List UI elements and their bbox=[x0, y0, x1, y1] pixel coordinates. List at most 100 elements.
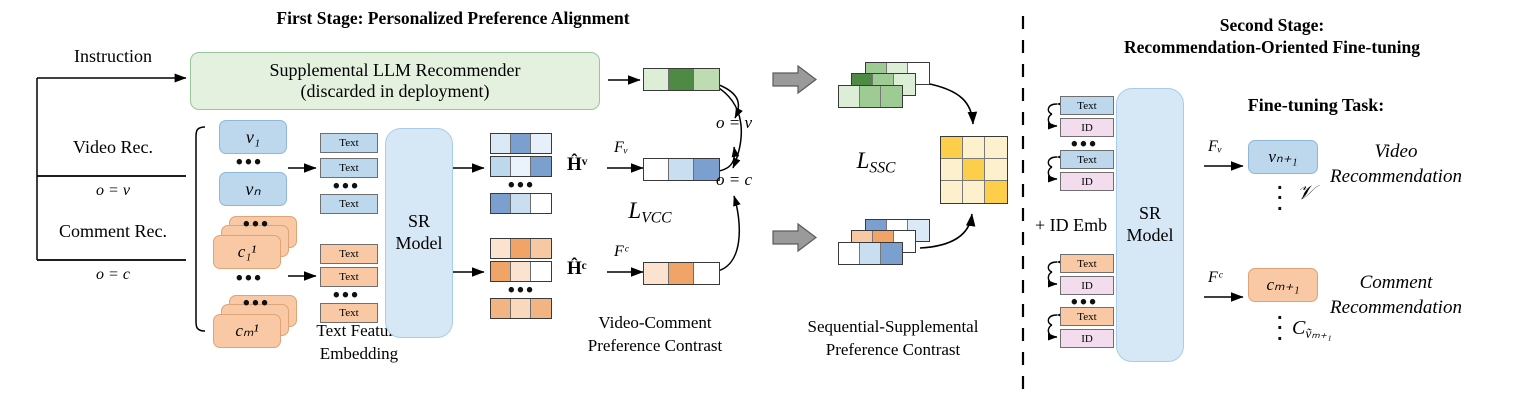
hv-matrix-row-2 bbox=[490, 156, 552, 177]
curve-mixed-stack-to-ssc bbox=[919, 213, 976, 249]
sr-model-stage2-line2: Model bbox=[1126, 225, 1174, 245]
video-item-first-chip: v₁ bbox=[219, 120, 287, 154]
grid-cell bbox=[941, 181, 963, 203]
second-stage-title-line1: Second Stage: bbox=[1219, 15, 1325, 35]
loss-vcc-label: LVCC bbox=[628, 198, 671, 227]
comment-set-symbol: Cṽₘ₊₁ bbox=[1292, 317, 1332, 342]
vector-cell bbox=[669, 159, 694, 180]
comment-task-line1: Comment bbox=[1359, 272, 1433, 293]
grid-cell bbox=[839, 243, 860, 264]
comment-text-box-1: Text bbox=[320, 244, 378, 264]
curve-green-stack-to-ssc bbox=[924, 82, 978, 125]
comment-text-box-2: Text bbox=[320, 267, 378, 287]
matrix-cell bbox=[491, 299, 511, 318]
matrix-cell bbox=[491, 157, 511, 176]
video-rec-label: Video Rec. bbox=[73, 137, 153, 157]
loss-vcc-text: LVCC bbox=[628, 198, 672, 227]
hv-matrix-row-1 bbox=[490, 133, 552, 154]
video-items-ellipsis: ••• bbox=[236, 152, 264, 173]
grid-cell bbox=[860, 243, 881, 264]
comment-target-label: cₘ₊₁ bbox=[1266, 275, 1300, 294]
h-comment-label: Ĥᶜ bbox=[567, 258, 587, 279]
stage2-video-id-box-2: ID bbox=[1060, 172, 1114, 191]
comment-items-ellipsis: ••• bbox=[236, 268, 264, 289]
hv-matrix-ellipsis: ••• bbox=[508, 175, 536, 196]
video-set-symbol: 𝒱 bbox=[1297, 182, 1314, 204]
ssc-caption-line1: Sequential-Supplemental bbox=[807, 317, 979, 336]
matrix-cell bbox=[511, 194, 531, 213]
fine-tuning-task-title: Fine-tuning Task: bbox=[1247, 95, 1385, 115]
first-stage-title: First Stage: Personalized Preference Ali… bbox=[276, 8, 630, 28]
vector-cell bbox=[669, 69, 694, 90]
gray-arrow-top bbox=[772, 64, 817, 95]
matrix-cell bbox=[531, 134, 551, 153]
comment-item-first-label: c₁¹ bbox=[237, 242, 257, 261]
comment-set-letter: C bbox=[1292, 317, 1306, 339]
sr-model-stage2-line1: SR bbox=[1138, 203, 1162, 224]
h-video-label: Ĥᵛ bbox=[567, 154, 588, 175]
f-c-label: Fᶜ bbox=[614, 243, 628, 260]
comment-item-first-stack: c₁¹ ••• bbox=[213, 214, 305, 269]
curve-green-to-oc bbox=[713, 84, 742, 169]
video-item-first-label: v₁ bbox=[245, 126, 261, 147]
grid-cell bbox=[985, 159, 1007, 181]
video-text-box-2: Text bbox=[320, 158, 378, 178]
branch-o-equals-v: o = v bbox=[715, 113, 753, 132]
gray-arrow-bottom bbox=[772, 222, 817, 253]
instruction-label: Instruction bbox=[74, 46, 152, 66]
vector-cell bbox=[669, 263, 694, 284]
sr-model-stage1-box: SR Model bbox=[385, 128, 453, 338]
grid-cell bbox=[941, 159, 963, 181]
branch-o-equals-c: o = c bbox=[715, 170, 753, 189]
loss-ssc-label: LSSC bbox=[857, 148, 896, 177]
grid-cell bbox=[881, 86, 902, 107]
grid-cell bbox=[963, 159, 985, 181]
comment-preference-vector bbox=[643, 262, 720, 285]
video-item-last-chip: vₙ bbox=[219, 172, 287, 206]
matrix-cell bbox=[531, 157, 551, 176]
hv-matrix-row-3 bbox=[490, 193, 552, 214]
comment-set-vdots: ... bbox=[1277, 302, 1283, 345]
stage2-comment-text-box-2: Text bbox=[1060, 307, 1114, 326]
matrix-cell bbox=[531, 262, 551, 281]
grid-cell bbox=[881, 243, 902, 264]
ssc-caption-line2: Preference Contrast bbox=[825, 340, 961, 359]
stage2-f-c-label: Fᶜ bbox=[1208, 269, 1222, 286]
comment-text-box-3: Text bbox=[320, 303, 378, 323]
comment-rec-condition: o = c bbox=[96, 266, 130, 283]
video-target-chip: vₙ₊₁ bbox=[1248, 140, 1318, 174]
video-target-label: vₙ₊₁ bbox=[1268, 147, 1298, 166]
text-feature-caption-line2: Embedding bbox=[319, 344, 399, 363]
hc-matrix-row-3 bbox=[490, 298, 552, 319]
video-item-last-label: vₙ bbox=[245, 178, 261, 199]
video-rec-condition: o = v bbox=[96, 182, 130, 199]
sequential-mixed-stack bbox=[838, 219, 938, 269]
video-preference-vector bbox=[643, 158, 720, 181]
matrix-cell bbox=[511, 299, 531, 318]
label-rules bbox=[37, 175, 186, 261]
grid-cell bbox=[860, 86, 881, 107]
hc-matrix-row-2 bbox=[490, 261, 552, 282]
grid-cell bbox=[985, 137, 1007, 159]
comment-set-subscript: ṽₘ₊₁ bbox=[1305, 325, 1332, 341]
vector-cell bbox=[694, 263, 719, 284]
comment-rec-label: Comment Rec. bbox=[59, 221, 167, 241]
grid-cell bbox=[985, 181, 1007, 203]
grid-cell bbox=[963, 137, 985, 159]
video-task-line1: Video bbox=[1374, 141, 1418, 162]
id-emb-label: + ID Emb bbox=[1035, 215, 1108, 235]
comment-target-chip: cₘ₊₁ bbox=[1248, 268, 1318, 302]
matrix-cell bbox=[511, 239, 531, 258]
vcc-caption-line1: Video-Comment bbox=[598, 313, 712, 332]
grid-cell bbox=[941, 137, 963, 159]
matrix-cell bbox=[531, 299, 551, 318]
loss-ssc-text: LSSC bbox=[856, 148, 896, 177]
green-stack-layer-bottom bbox=[838, 85, 903, 108]
stage2-video-ellipsis: ••• bbox=[1071, 134, 1099, 155]
stage2-f-v-label: Fᵥ bbox=[1208, 138, 1223, 155]
ssc-similarity-grid bbox=[940, 136, 1008, 204]
second-stage-title-line2: Recommendation-Oriented Fine-tuning bbox=[1123, 37, 1421, 57]
f-v-label: Fᵥ bbox=[614, 139, 629, 156]
matrix-cell bbox=[491, 134, 511, 153]
supplemental-llm-recommender-box: Supplemental LLM Recommender (discarded … bbox=[190, 52, 600, 110]
